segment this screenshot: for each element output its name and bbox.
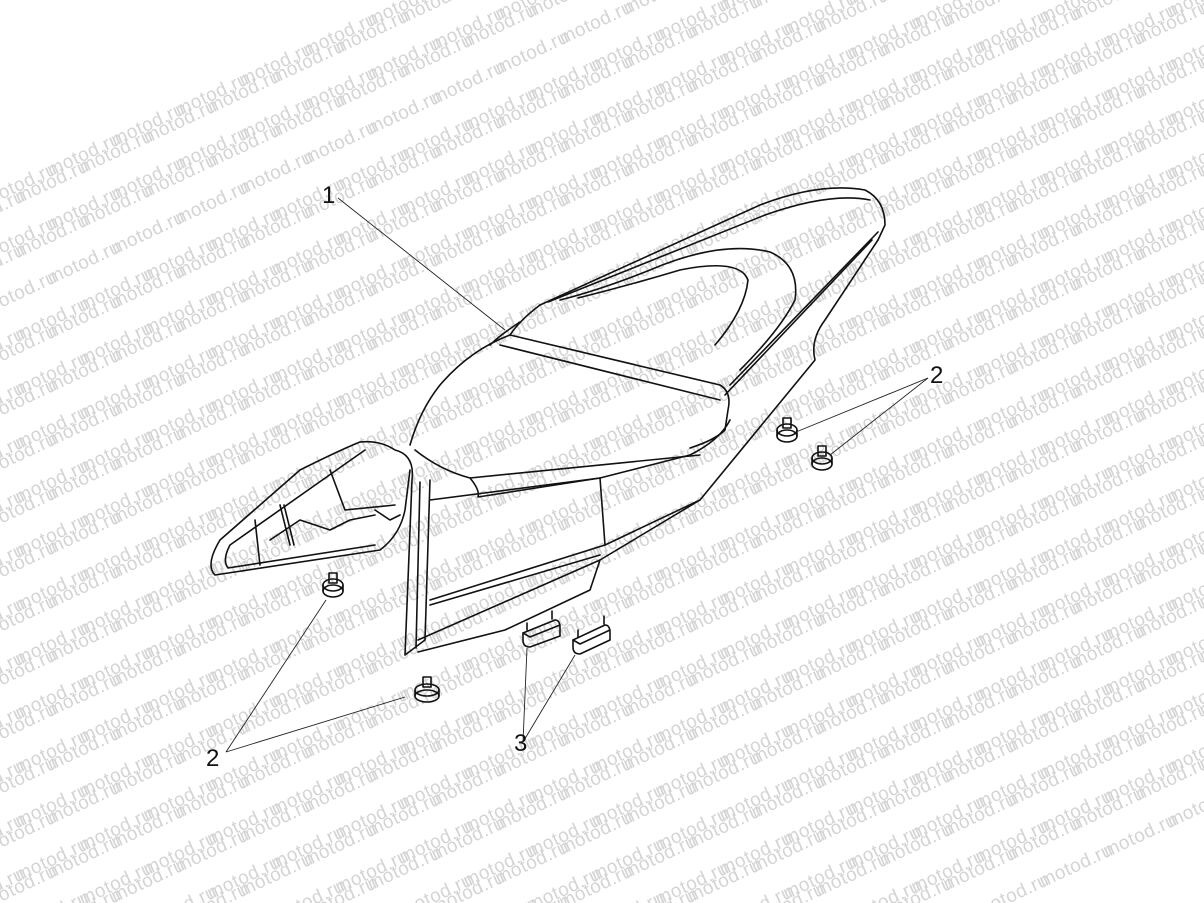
seat-part <box>210 187 886 656</box>
bumper-part <box>322 417 833 703</box>
leader-lines <box>225 197 929 753</box>
callout-2-right: 2 <box>930 362 944 389</box>
pad-part <box>522 610 611 655</box>
callout-1: 1 <box>322 182 336 209</box>
callout-2-left: 2 <box>206 745 220 772</box>
callout-3: 3 <box>514 730 528 757</box>
